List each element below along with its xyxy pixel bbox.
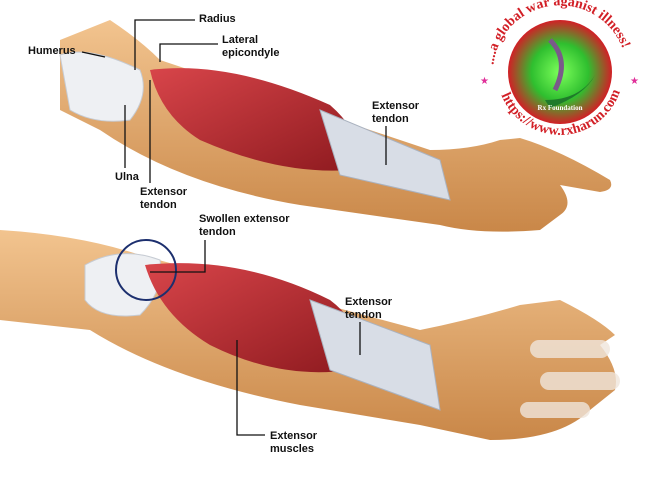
label-ulna: Ulna — [115, 171, 139, 183]
lower-arm-illustration — [0, 230, 620, 440]
star-icon: ★ — [480, 76, 489, 87]
rx-foundation-logo: Rx Foundation ....a global war aganist i… — [480, 0, 639, 139]
label-line: Swollen extensor — [199, 213, 290, 225]
label-line: Lateral — [222, 34, 259, 46]
label-line: tendon — [140, 199, 177, 211]
label-line: Extensor — [372, 100, 420, 112]
label-humerus: Humerus — [28, 45, 76, 57]
label-line: tendon — [345, 309, 382, 321]
label-line: muscles — [270, 443, 315, 455]
star-icon: ★ — [630, 76, 639, 87]
label-line: Extensor — [345, 296, 393, 308]
label-line: Extensor — [270, 430, 318, 442]
leader-lines — [81, 19, 387, 436]
label-line: tendon — [372, 113, 409, 125]
logo-name: Rx Foundation — [538, 104, 583, 112]
label-line: Extensor — [140, 186, 188, 198]
label-line: tendon — [199, 226, 236, 238]
label-line: epicondyle — [222, 47, 280, 59]
swollen-area-circle — [115, 239, 177, 301]
upper-arm-illustration — [59, 20, 612, 232]
label-radius: Radius — [199, 13, 236, 25]
